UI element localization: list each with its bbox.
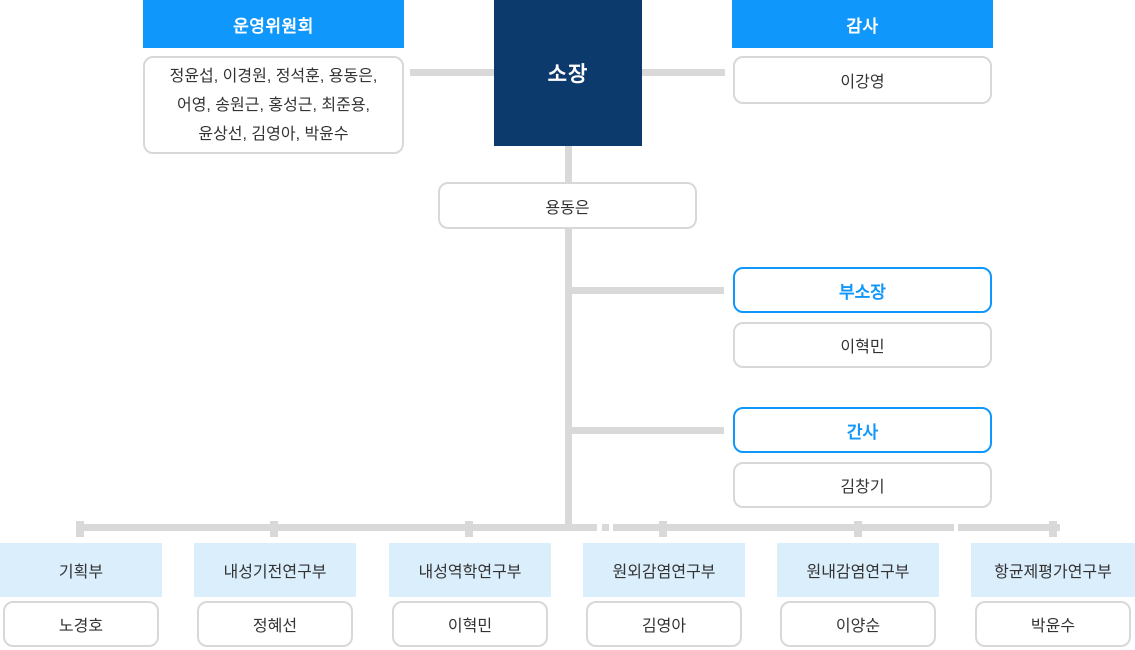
auditor-title: 감사 bbox=[846, 16, 879, 36]
steering-members-line: 정윤섭, 이경원, 정석훈, 용동은, bbox=[169, 67, 378, 85]
deputy-director-name: 이혁민 bbox=[840, 339, 885, 356]
department-head-box: 이혁민 bbox=[392, 601, 548, 647]
department-head-box: 정혜선 bbox=[197, 601, 353, 647]
connector-stub-dept-6 bbox=[1049, 521, 1057, 537]
department-head: 노경호 bbox=[58, 618, 104, 635]
department-header: 원외감염연구부 bbox=[583, 543, 745, 597]
department-title: 내성역학연구부 bbox=[418, 564, 522, 581]
auditor-name: 이강영 bbox=[840, 74, 885, 91]
department-header: 내성역학연구부 bbox=[389, 543, 551, 597]
auditor-header: 감사 bbox=[732, 0, 993, 48]
connector-stub-dept-1 bbox=[76, 521, 84, 537]
director-name: 용동은 bbox=[545, 199, 590, 217]
connector-departments-rail-right bbox=[958, 524, 1060, 531]
secretary-name-box: 김창기 bbox=[733, 462, 992, 508]
department-head: 정혜선 bbox=[252, 618, 298, 635]
connector-director-to-auditor bbox=[642, 69, 725, 76]
connector-stub-dept-2 bbox=[270, 521, 278, 537]
steering-members-line: 윤상선, 김영아, 박윤수 bbox=[198, 125, 349, 143]
department-title: 원외감염연구부 bbox=[612, 564, 716, 581]
steering-committee-header: 운영위원회 bbox=[143, 0, 404, 48]
director-box: 소장 bbox=[494, 0, 642, 146]
connector-departments-rail-mid bbox=[613, 524, 954, 531]
steering-committee-members-box: 정윤섭, 이경원, 정석훈, 용동은, 어영, 송원근, 홍성근, 최준용, 윤… bbox=[143, 56, 404, 154]
deputy-director-name-box: 이혁민 bbox=[733, 322, 992, 368]
department-title: 내성기전연구부 bbox=[223, 564, 327, 581]
department-head-box: 박윤수 bbox=[975, 601, 1131, 647]
department-title: 원내감염연구부 bbox=[806, 564, 910, 581]
department-head: 김영아 bbox=[641, 618, 687, 635]
deputy-director-title: 부소장 bbox=[839, 282, 886, 302]
department-title: 기획부 bbox=[58, 564, 104, 581]
connector-departments-rail-left bbox=[78, 524, 597, 531]
director-name-box: 용동은 bbox=[438, 182, 697, 229]
secretary-title: 간사 bbox=[846, 422, 879, 442]
department-header: 원내감염연구부 bbox=[777, 543, 939, 597]
department-head: 박윤수 bbox=[1030, 618, 1076, 635]
department-head: 이혁민 bbox=[447, 618, 493, 635]
connector-stub-dept-3 bbox=[465, 521, 473, 537]
department-head: 이양순 bbox=[835, 618, 881, 635]
auditor-name-box: 이강영 bbox=[733, 56, 992, 104]
department-header: 기획부 bbox=[0, 543, 162, 597]
department-head-box: 노경호 bbox=[3, 601, 159, 647]
department-head-box: 김영아 bbox=[586, 601, 742, 647]
deputy-director-header: 부소장 bbox=[733, 267, 992, 313]
secretary-header: 간사 bbox=[733, 407, 992, 453]
steering-committee-title: 운영위원회 bbox=[233, 16, 314, 36]
connector-to-deputy-director bbox=[572, 287, 724, 294]
connector-trunk bbox=[565, 146, 572, 531]
connector-departments-rail-joint bbox=[602, 524, 609, 531]
director-title: 소장 bbox=[547, 63, 589, 86]
connector-steering-to-director bbox=[410, 69, 494, 76]
connector-to-secretary bbox=[572, 427, 724, 434]
department-title: 항균제평가연구부 bbox=[994, 564, 1112, 581]
secretary-name: 김창기 bbox=[840, 479, 885, 496]
connector-stub-dept-4 bbox=[659, 521, 667, 537]
department-head-box: 이양순 bbox=[780, 601, 936, 647]
department-header: 항균제평가연구부 bbox=[971, 543, 1135, 597]
connector-stub-dept-5 bbox=[854, 521, 862, 537]
steering-members-line: 어영, 송원근, 홍성근, 최준용, bbox=[176, 96, 371, 114]
department-header: 내성기전연구부 bbox=[194, 543, 356, 597]
